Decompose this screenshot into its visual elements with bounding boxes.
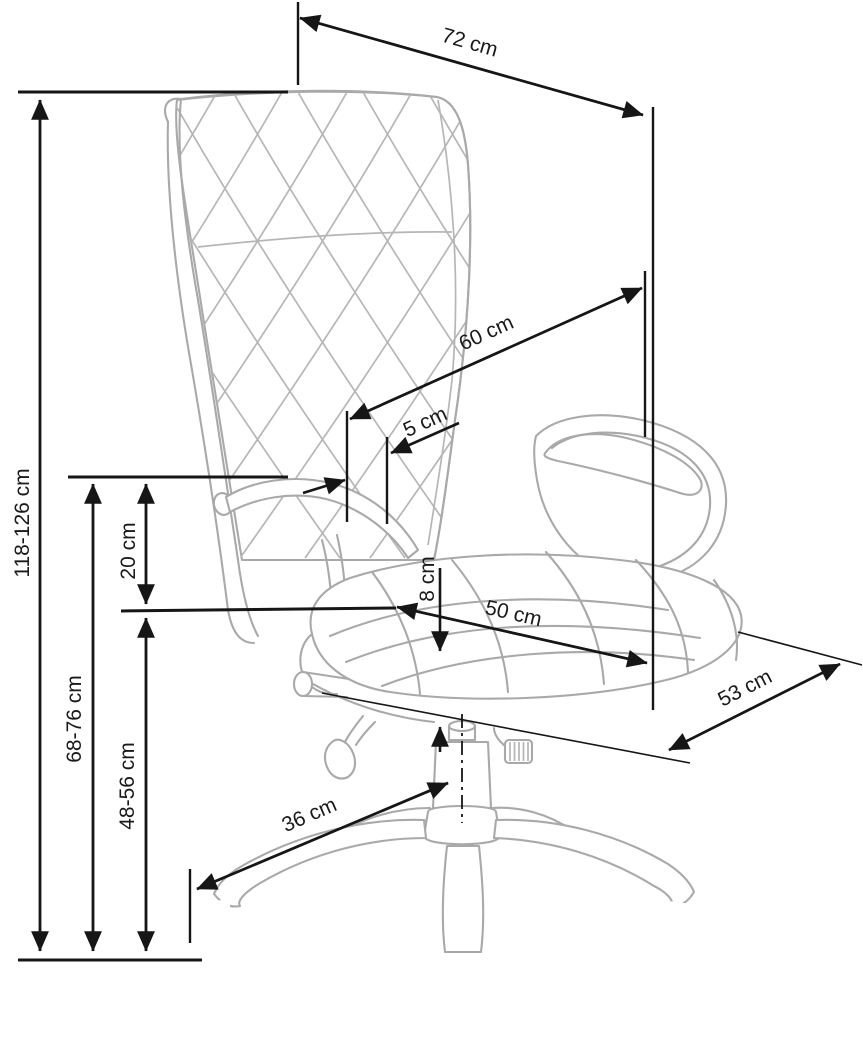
dim-label-armrest-above-seat: 20 cm xyxy=(117,522,140,579)
dim-label-seat-depth: 53 cm xyxy=(714,665,775,711)
dim-label-overall-height: 118-126 cm xyxy=(11,468,34,577)
dim-label-armrest-height: 68-76 cm xyxy=(63,675,86,763)
base xyxy=(186,804,712,1026)
dim-label-seat-height: 48-56 cm xyxy=(116,742,139,830)
ext-line-seat-back xyxy=(737,631,863,666)
ext-line-seat-underside xyxy=(321,692,691,764)
dim-label-seat-thickness: 8 cm xyxy=(416,556,439,602)
dimension-lines xyxy=(18,2,863,962)
dim-label-overall-width: 72 cm xyxy=(439,24,500,62)
chair-line-art xyxy=(164,89,743,1026)
ref-line-seat-top xyxy=(120,606,397,613)
